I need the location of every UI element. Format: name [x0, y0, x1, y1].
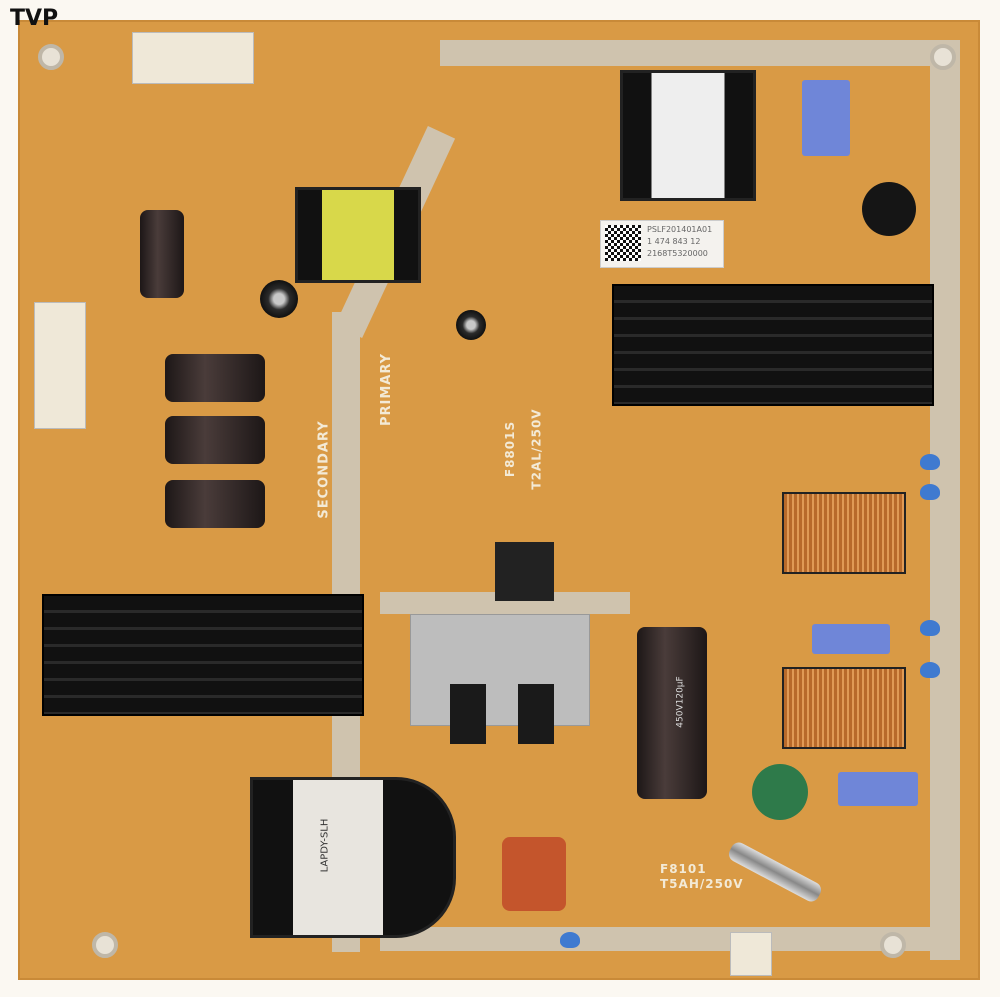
- isolation-band-right: [930, 40, 960, 960]
- connector-bottom: [730, 932, 772, 976]
- capacitor: [165, 416, 265, 464]
- y-capacitor: [920, 620, 940, 636]
- common-mode-choke: [782, 492, 906, 574]
- capacitor: [140, 210, 184, 298]
- qr-code: [605, 225, 641, 261]
- transformer-label: LAPDY-SLH: [319, 818, 331, 873]
- connector-top: [132, 32, 254, 84]
- x-capacitor: [838, 772, 918, 806]
- transistor: [450, 684, 486, 744]
- capacitor: [456, 310, 486, 340]
- capacitor: [260, 280, 298, 318]
- silk-secondary: SECONDARY: [316, 420, 332, 519]
- y-capacitor: [920, 454, 940, 470]
- varistor: [752, 764, 808, 820]
- transistor: [518, 684, 554, 744]
- x-capacitor: [802, 80, 850, 156]
- y-capacitor: [920, 662, 940, 678]
- sticker-text: 2168T5320000: [647, 249, 708, 258]
- sticker-text: 1 474 843 12: [647, 237, 701, 246]
- silk-fuse1-rating: T2AL/250V: [529, 408, 544, 490]
- thermistor: [862, 182, 916, 236]
- isolation-band-bottom: [380, 927, 940, 951]
- mounting-hole: [38, 44, 64, 70]
- connector-left: [34, 302, 86, 429]
- heatsink-secondary: [42, 594, 364, 716]
- transformer-standby: [620, 70, 756, 201]
- silk-fuse2-rating: T5AH/250V: [660, 877, 744, 891]
- silk-fuse1-ref: F8801S: [503, 420, 518, 478]
- sticker-text: PSLF201401A01: [647, 225, 713, 234]
- bulk-capacitor: 450V120µF: [637, 627, 707, 799]
- mounting-hole: [92, 932, 118, 958]
- silk-primary: PRIMARY: [379, 352, 395, 427]
- pfc-inductor: [495, 542, 554, 601]
- fuse: [726, 839, 824, 905]
- capacitor-label: 450V120µF: [675, 676, 686, 728]
- common-mode-choke: [782, 667, 906, 749]
- power-board: LAPDY-SLH 450V120µF: [18, 20, 980, 980]
- y-capacitor: [560, 932, 580, 948]
- y-capacitor: [920, 484, 940, 500]
- film-capacitor: [502, 837, 566, 911]
- silk-fuse2-ref: F8101: [660, 862, 707, 876]
- x-capacitor: [812, 624, 890, 654]
- mounting-hole: [880, 932, 906, 958]
- capacitor: [165, 480, 265, 528]
- transformer-small: [295, 187, 421, 283]
- heatsink-pfc: [410, 614, 590, 726]
- capacitor: [165, 354, 265, 402]
- isolation-band-top: [440, 40, 960, 66]
- mounting-hole: [930, 44, 956, 70]
- transformer-main: LAPDY-SLH: [250, 777, 456, 938]
- barcode-sticker: PSLF201401A01 1 474 843 12 2168T5320000: [600, 220, 724, 268]
- logo: TVP: [10, 6, 59, 31]
- heatsink-primary: [612, 284, 934, 406]
- isolation-band-mid: [380, 592, 630, 614]
